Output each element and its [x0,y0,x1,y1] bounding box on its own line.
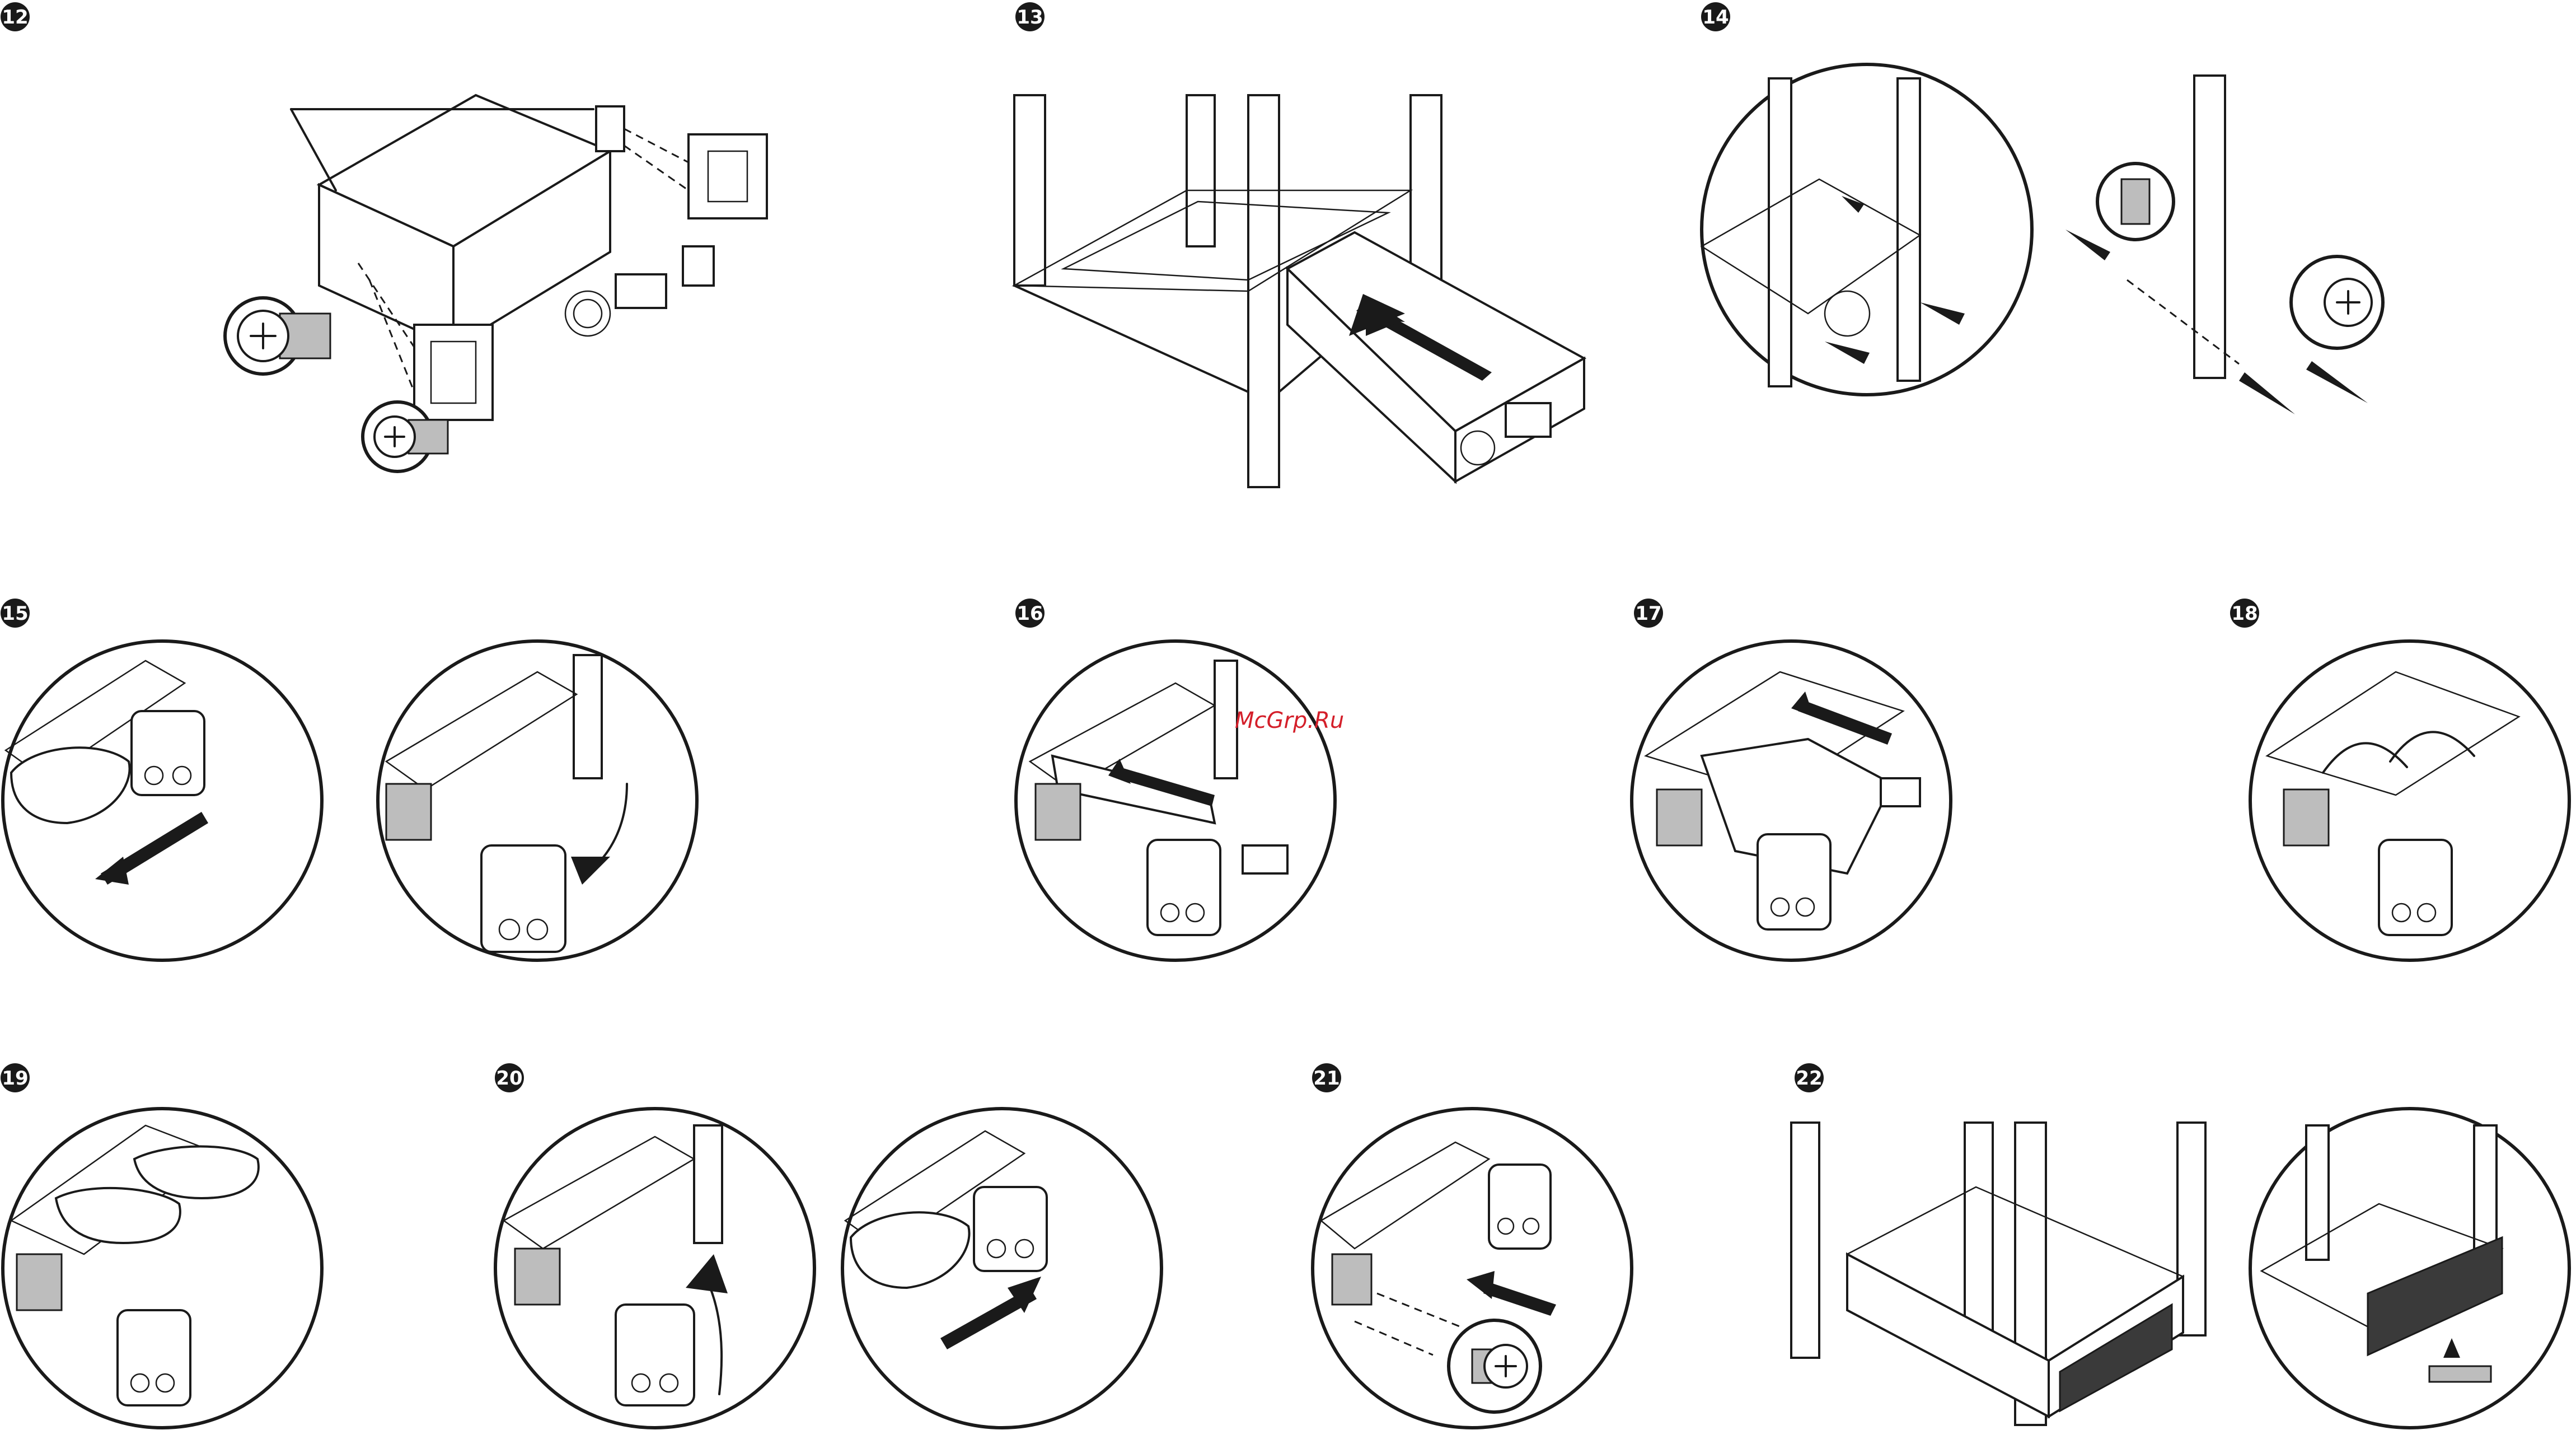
step-19-badge: 19 [1,1063,30,1092]
step-20-number: 20 [496,1067,522,1090]
screw-callout-large [225,298,330,374]
watermark-text: McGrp.Ru [1235,708,1344,733]
step-15: 15 [1,599,697,960]
step-18-badge: 18 [2230,599,2259,628]
cage-nut-callout [2097,163,2174,240]
step-22-badge: 22 [1795,1063,1824,1092]
step-12: 12 [1,2,767,471]
rack-rail [2066,76,2368,414]
step-16-badge: 16 [1015,599,1045,628]
step-22: 22 [1791,1063,2569,1428]
step-17: 17 [1632,599,1951,960]
step-17-badge: 17 [1634,599,1663,628]
step-16-number: 16 [1017,602,1043,625]
step-16: 16 [1015,599,1335,960]
rack-mount-zoom [1702,64,2032,395]
front-panel-detail-zoom [2250,1109,2569,1428]
step-20: 20 [495,1063,1161,1428]
step-12-badge: 12 [1,2,30,31]
step-13: 13 [1014,2,1584,487]
step-17-number: 17 [1635,602,1661,625]
step-14: 14 [1701,2,2383,414]
step-19-number: 19 [2,1067,28,1090]
battery-insert-zoom [1632,641,1951,960]
step-21: 21 [1312,1063,1632,1428]
step-14-number: 14 [1702,6,1729,29]
panel-push-zoom [842,1109,1161,1428]
panel-reattach-zoom [495,1109,814,1428]
screw-callout-21 [1449,1320,1540,1412]
step-18-number: 18 [2231,602,2257,625]
cable-connect-zoom [2250,641,2569,960]
step-19: 19 [1,1063,322,1428]
step-15-badge: 15 [1,599,30,628]
front-panel-hinge-zoom [378,641,697,960]
ups-unit-with-ears [291,95,767,420]
step-13-number: 13 [1017,6,1043,29]
step-22-number: 22 [1796,1067,1822,1090]
step-15-number: 15 [2,602,28,625]
screw-callout-14 [2291,256,2383,348]
step-13-badge: 13 [1015,2,1045,31]
press-connector-zoom [3,1109,322,1428]
step-21-number: 21 [1313,1067,1339,1090]
step-14-badge: 14 [1701,2,1730,31]
step-21-badge: 21 [1312,1063,1341,1092]
rack-installed [1791,1123,2205,1425]
step-12-number: 12 [2,6,28,29]
step-20-badge: 20 [495,1063,524,1092]
step-18: 18 [2230,599,2569,960]
battery-connector-zoom [1016,641,1335,960]
front-panel-remove-zoom [3,641,322,960]
